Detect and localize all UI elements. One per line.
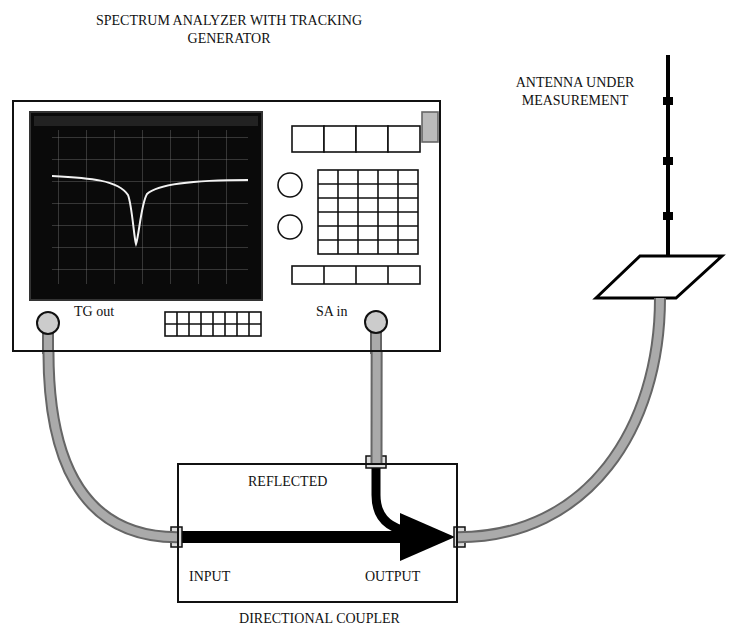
panel-controls: [165, 112, 438, 336]
port-label: OUTPUT: [365, 568, 420, 586]
antenna-unit: ANTENNA UNDER MEASUREMENT: [495, 60, 725, 298]
coax-cable: [48, 352, 177, 537]
node-title: SPECTRUM ANALYZER WITH TRACKING GENERATO…: [74, 12, 384, 48]
node-title: DIRECTIONAL COUPLER: [179, 610, 460, 628]
port-label: SA in: [316, 303, 348, 321]
analyzer-screen: [30, 112, 262, 300]
node-title: ANTENNA UNDER MEASUREMENT: [505, 74, 645, 110]
port-label: INPUT: [189, 568, 230, 586]
coax-cable: [458, 298, 660, 537]
port-label: REFLECTED: [248, 473, 327, 491]
port-label: TG out: [74, 303, 114, 321]
coax-cable: [376, 352, 377, 463]
coupler-arrow: [171, 456, 465, 561]
antenna: [596, 55, 722, 298]
